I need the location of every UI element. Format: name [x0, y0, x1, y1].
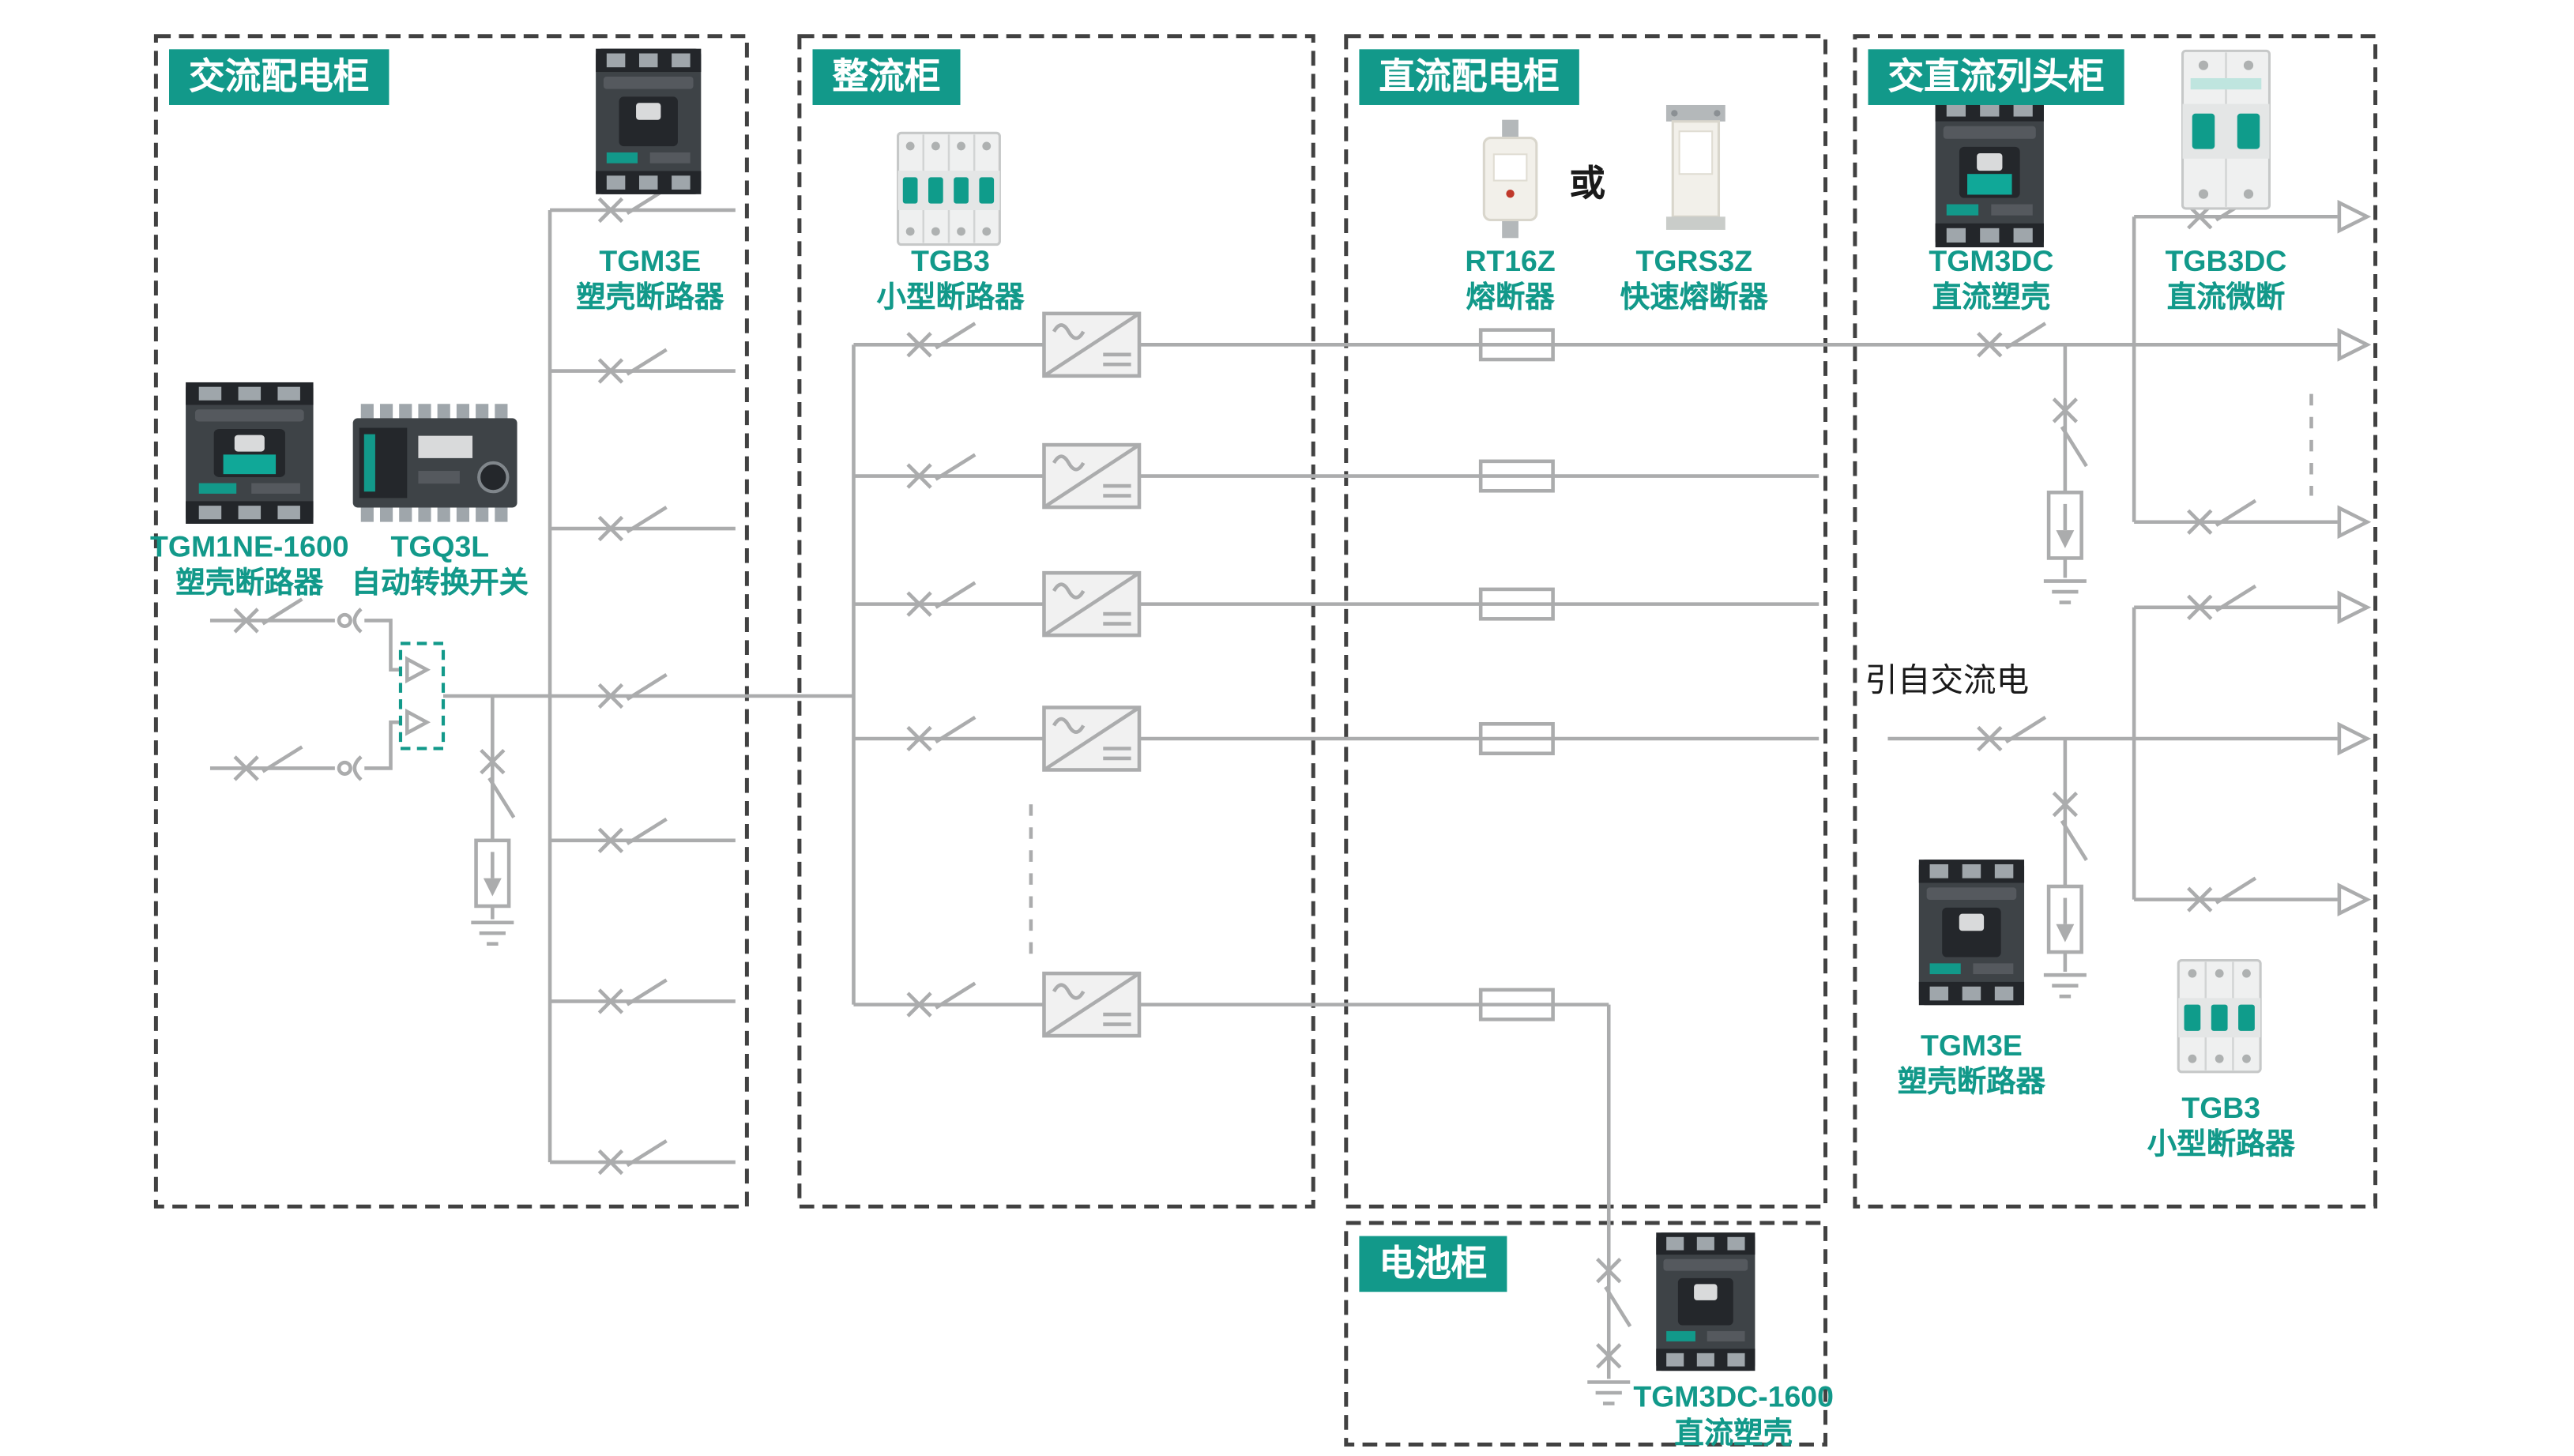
breaker-switch-symbol: [1978, 717, 2045, 751]
rectifier-cabinet-circuit: [852, 314, 2338, 1036]
cabinet-borders: [153, 34, 2378, 1447]
ats-triangle-symbol: [407, 659, 427, 680]
badge-row-head-cabinet: 交直流列头柜: [1868, 49, 2124, 105]
rectifier-symbol: [1044, 973, 1139, 1036]
tgm3dc-1600-breaker-image: [1654, 1231, 1756, 1372]
rectifier-symbol: [1044, 573, 1139, 635]
breaker-switch-symbol: [2053, 399, 2087, 466]
load-arrow-symbol: [2339, 724, 2367, 752]
load-arrow-symbol: [2339, 203, 2367, 231]
fuse-symbol: [1481, 461, 1552, 491]
breaker-switch-symbol: [908, 455, 975, 488]
breaker-switch-symbol: [2188, 501, 2256, 534]
ground-symbol: [2044, 581, 2087, 603]
breaker-switch-symbol: [908, 583, 975, 616]
surge-arrester-symbol: [2049, 492, 2082, 558]
breaker-switch-symbol: [2053, 793, 2087, 860]
ats-triangle-symbol: [407, 712, 427, 733]
breaker-switch-symbol: [235, 747, 302, 780]
dc-cabinet-circuit: [1481, 330, 1611, 1379]
tgq3l-ats-image: [352, 399, 519, 527]
breaker-switch-symbol: [1597, 1259, 1631, 1326]
rectifier-symbol: [1044, 445, 1139, 507]
ac-cabinet-circuit: [209, 189, 854, 1174]
row-head-cabinet-circuit: [1887, 195, 2367, 996]
tgb3-row-mcb-image: [2177, 958, 2262, 1074]
tgm1ne-1600-breaker-image: [184, 381, 315, 525]
breaker-switch-symbol: [908, 717, 975, 751]
tgm3dc-breaker-image: [1934, 96, 2045, 250]
surge-arrester-symbol: [2049, 886, 2082, 952]
badge-rectifier-cabinet: 整流柜: [812, 49, 961, 105]
tgb3-mcb-image: [896, 131, 1001, 246]
fuse-symbol: [1481, 330, 1552, 359]
breaker-switch-symbol: [599, 507, 666, 540]
load-arrow-symbol: [2339, 508, 2367, 536]
breaker-switch-symbol: [599, 350, 666, 383]
fuse-symbol: [1481, 724, 1552, 753]
breaker-switch-symbol: [2188, 586, 2256, 619]
fuse-symbol: [1481, 589, 1552, 619]
plug-contact-symbol: [339, 757, 361, 780]
rectifier-symbol: [1044, 314, 1139, 376]
breaker-switch-symbol: [1978, 323, 2045, 356]
ats-symbol-box: [398, 641, 446, 751]
plug-contact-symbol: [339, 609, 361, 632]
tgb3dc-mcb-image: [2180, 49, 2271, 210]
tgrs3z-fuse-image: [1651, 99, 1740, 237]
breaker-switch-symbol: [235, 599, 302, 632]
breaker-switch-symbol: [599, 819, 666, 852]
tgm3e-row-breaker-image: [1917, 857, 2026, 1008]
ground-symbol: [2044, 975, 2087, 996]
breaker-switch-symbol: [908, 323, 975, 356]
badge-battery-cabinet: 电池柜: [1359, 1236, 1507, 1292]
or-text: 或: [1569, 162, 1606, 204]
fuse-symbol: [1481, 990, 1552, 1019]
load-arrow-symbol: [2339, 331, 2367, 359]
ground-symbol: [471, 923, 514, 944]
load-arrow-symbol: [2339, 593, 2367, 621]
from-ac-text: 引自交流电: [1865, 663, 2030, 700]
tgm3e-breaker-image: [594, 46, 702, 197]
breaker-switch-symbol: [908, 984, 975, 1017]
badge-dc-cabinet: 直流配电柜: [1359, 49, 1579, 105]
surge-arrester-symbol: [476, 841, 510, 906]
rectifier-symbol: [1044, 708, 1139, 770]
badge-ac-cabinet: 交流配电柜: [169, 49, 389, 105]
breaker-switch-symbol: [599, 1141, 666, 1174]
breaker-switch-symbol: [599, 980, 666, 1013]
rt16z-fuse-image: [1466, 119, 1554, 240]
breaker-switch-symbol: [2188, 878, 2256, 912]
breaker-switch-symbol: [599, 675, 666, 708]
load-arrow-symbol: [2339, 886, 2367, 913]
breaker-switch-symbol: [481, 751, 514, 818]
